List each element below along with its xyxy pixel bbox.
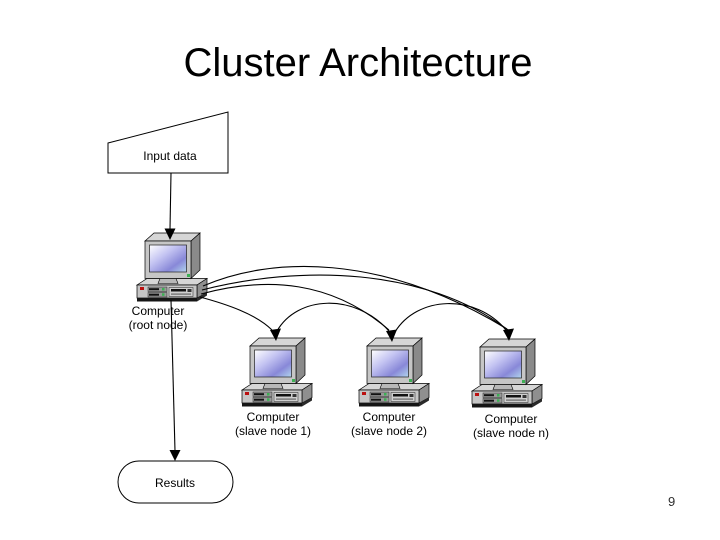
slave-node-n-label-2: (slave node n) — [473, 426, 549, 440]
root-node-label-2: (root node) — [129, 318, 188, 332]
slave-node-2-label-1: Computer — [363, 410, 416, 424]
arrow-root-to-results-line — [170, 299, 176, 452]
root-node-computer — [136, 232, 208, 302]
root-node-label-1: Computer — [132, 304, 185, 318]
slave-node-1-label-1: Computer — [247, 410, 300, 424]
arrow-input-to-root-line — [169, 172, 172, 230]
slave-node-2-computer — [358, 337, 430, 407]
slave-node-1-label-2: (slave node 1) — [235, 424, 311, 438]
slave-node-n-computer — [471, 338, 543, 408]
arrow-root-to-slaven-c — [394, 303, 507, 333]
slave-node-n-label-1: Computer — [485, 412, 538, 426]
arrow-root-to-slave2-b — [276, 302, 390, 332]
arrowhead-into-slaven — [503, 328, 514, 341]
results-label: Results — [155, 476, 195, 490]
arrow-root-to-slave2-a — [200, 283, 390, 331]
arrowhead-into-slave1 — [270, 328, 281, 341]
input-data-label: Input data — [143, 149, 197, 163]
arrow-root-to-slaven-b — [201, 274, 509, 331]
arrowhead-into-slave2 — [386, 329, 397, 342]
slide-title: Cluster Architecture — [183, 41, 533, 85]
arrowhead-into-root — [164, 228, 176, 240]
slave-node-1-computer — [241, 337, 313, 407]
arrowhead-into-results — [169, 450, 181, 461]
arrow-root-to-slaven-a — [202, 265, 508, 330]
slave-node-2-label-2: (slave node 2) — [351, 424, 427, 438]
results-shape — [117, 460, 234, 504]
page-number: 9 — [668, 494, 676, 509]
input-data-shape — [107, 111, 229, 174]
arrow-root-to-slave1 — [199, 296, 273, 331]
